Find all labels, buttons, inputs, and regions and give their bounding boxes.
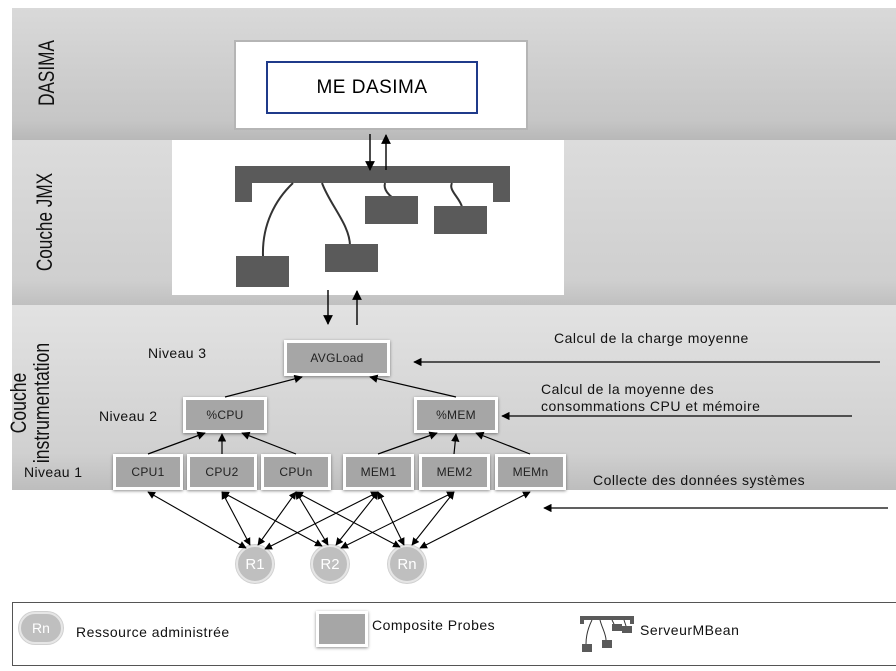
legend-resource-label: Ressource administrée — [76, 624, 230, 640]
dasima-frame — [234, 40, 528, 130]
me-dasima-box: ME DASIMA — [266, 61, 478, 114]
legend-box — [12, 602, 896, 666]
note-charge-moyenne: Calcul de la charge moyenne — [554, 330, 749, 346]
legend-server-icon — [580, 616, 634, 652]
resource-r1: R1 — [236, 545, 274, 583]
note-moyenne-line2: consommations CPU et mémoire — [541, 398, 761, 414]
note-moyenne-consommations: Calcul de la moyenne des consommations C… — [541, 381, 760, 415]
cpu1-label: CPU1 — [131, 465, 165, 479]
level-3-label: Niveau 3 — [148, 345, 207, 361]
legend-server-label: ServeurMBean — [640, 622, 740, 638]
cpun-label: CPUn — [279, 465, 313, 479]
legend-resource-symbol: Rn — [19, 612, 63, 644]
mbean-server-graphic — [235, 166, 510, 287]
level-2-label: Niveau 2 — [99, 408, 158, 424]
mem1-probe: MEM1 — [343, 454, 414, 490]
cpu2-probe: CPU2 — [187, 454, 257, 490]
cpun-probe: CPUn — [261, 454, 331, 490]
avgload-probe: AVGLoad — [284, 340, 390, 376]
note-collecte: Collecte des données systèmes — [593, 472, 806, 488]
cpu-percent-label: %CPU — [206, 408, 244, 422]
memn-label: MEMn — [512, 465, 549, 479]
resource-r2-label: R2 — [320, 555, 340, 573]
level-1-label: Niveau 1 — [24, 464, 83, 480]
mem2-label: MEM2 — [436, 465, 473, 479]
note-moyenne-line1: Calcul de la moyenne des — [541, 381, 715, 397]
legend-resource-symbol-label: Rn — [32, 620, 50, 636]
cpu2-label: CPU2 — [205, 465, 239, 479]
mem-percent-label: %MEM — [436, 408, 476, 422]
avgload-label: AVGLoad — [310, 351, 364, 365]
resource-rn: Rn — [388, 545, 426, 583]
mem-percent-probe: %MEM — [414, 397, 498, 433]
me-dasima-label: ME DASIMA — [316, 76, 428, 98]
legend-probe-symbol — [316, 611, 368, 647]
memn-probe: MEMn — [495, 454, 566, 490]
mem2-probe: MEM2 — [419, 454, 490, 490]
cpu-percent-probe: %CPU — [183, 397, 267, 433]
cpu1-probe: CPU1 — [113, 454, 183, 490]
resource-rn-label: Rn — [397, 555, 417, 573]
resource-r1-label: R1 — [245, 555, 265, 573]
mem1-label: MEM1 — [360, 465, 397, 479]
legend-probe-label: Composite Probes — [372, 617, 496, 633]
